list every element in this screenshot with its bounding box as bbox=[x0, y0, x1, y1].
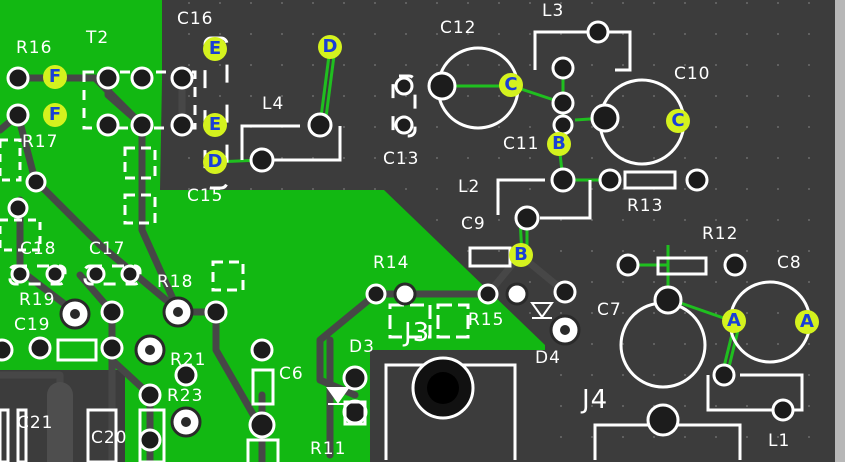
label-r15: R15 bbox=[468, 310, 505, 330]
label-c16: C16 bbox=[177, 9, 214, 29]
net-marker-a[interactable]: A bbox=[795, 310, 819, 334]
label-c11: C11 bbox=[503, 134, 540, 154]
net-marker-a[interactable]: A bbox=[722, 309, 746, 333]
label-c7: C7 bbox=[597, 300, 622, 320]
label-l1: L1 bbox=[768, 431, 791, 451]
net-marker-b[interactable]: B bbox=[509, 243, 533, 267]
label-j4: J4 bbox=[582, 385, 609, 415]
label-c9: C9 bbox=[461, 214, 486, 234]
net-marker-c[interactable]: C bbox=[499, 73, 523, 97]
label-r11: R11 bbox=[310, 439, 347, 459]
label-l2: L2 bbox=[458, 177, 481, 197]
net-marker-d[interactable]: D bbox=[318, 35, 342, 59]
board-edge bbox=[835, 0, 845, 462]
net-marker-b[interactable]: B bbox=[547, 132, 571, 156]
label-c12: C12 bbox=[440, 18, 477, 38]
label-c8: C8 bbox=[777, 253, 802, 273]
label-r23: R23 bbox=[167, 386, 204, 406]
label-c15: C15 bbox=[187, 186, 224, 206]
net-marker-f[interactable]: F bbox=[43, 103, 67, 127]
label-c21: C21 bbox=[17, 413, 54, 433]
net-marker-d[interactable]: D bbox=[203, 150, 227, 174]
label-c20: C20 bbox=[91, 428, 128, 448]
label-c17: C17 bbox=[89, 239, 126, 259]
label-r14: R14 bbox=[373, 253, 410, 273]
label-d4: D4 bbox=[535, 348, 561, 368]
label-l4: L4 bbox=[262, 94, 285, 114]
label-l3: L3 bbox=[542, 1, 565, 21]
net-marker-c[interactable]: C bbox=[666, 109, 690, 133]
label-r17: R17 bbox=[22, 132, 59, 152]
label-r13: R13 bbox=[627, 196, 664, 216]
label-r18: R18 bbox=[157, 272, 194, 292]
label-r16: R16 bbox=[16, 38, 53, 58]
label-c19: C19 bbox=[14, 315, 51, 335]
label-t2: T2 bbox=[86, 28, 110, 48]
net-marker-f[interactable]: F bbox=[43, 65, 67, 89]
label-r12: R12 bbox=[702, 224, 739, 244]
net-marker-e[interactable]: E bbox=[203, 113, 227, 137]
label-c10: C10 bbox=[674, 64, 711, 84]
label-c18: C18 bbox=[20, 239, 57, 259]
label-c13: C13 bbox=[383, 149, 420, 169]
label-d3: D3 bbox=[349, 337, 375, 357]
net-marker-e[interactable]: E bbox=[203, 37, 227, 61]
label-r19: R19 bbox=[19, 290, 56, 310]
label-r21: R21 bbox=[170, 350, 207, 370]
label-j3: J3 bbox=[404, 318, 431, 348]
label-c6: C6 bbox=[279, 364, 304, 384]
